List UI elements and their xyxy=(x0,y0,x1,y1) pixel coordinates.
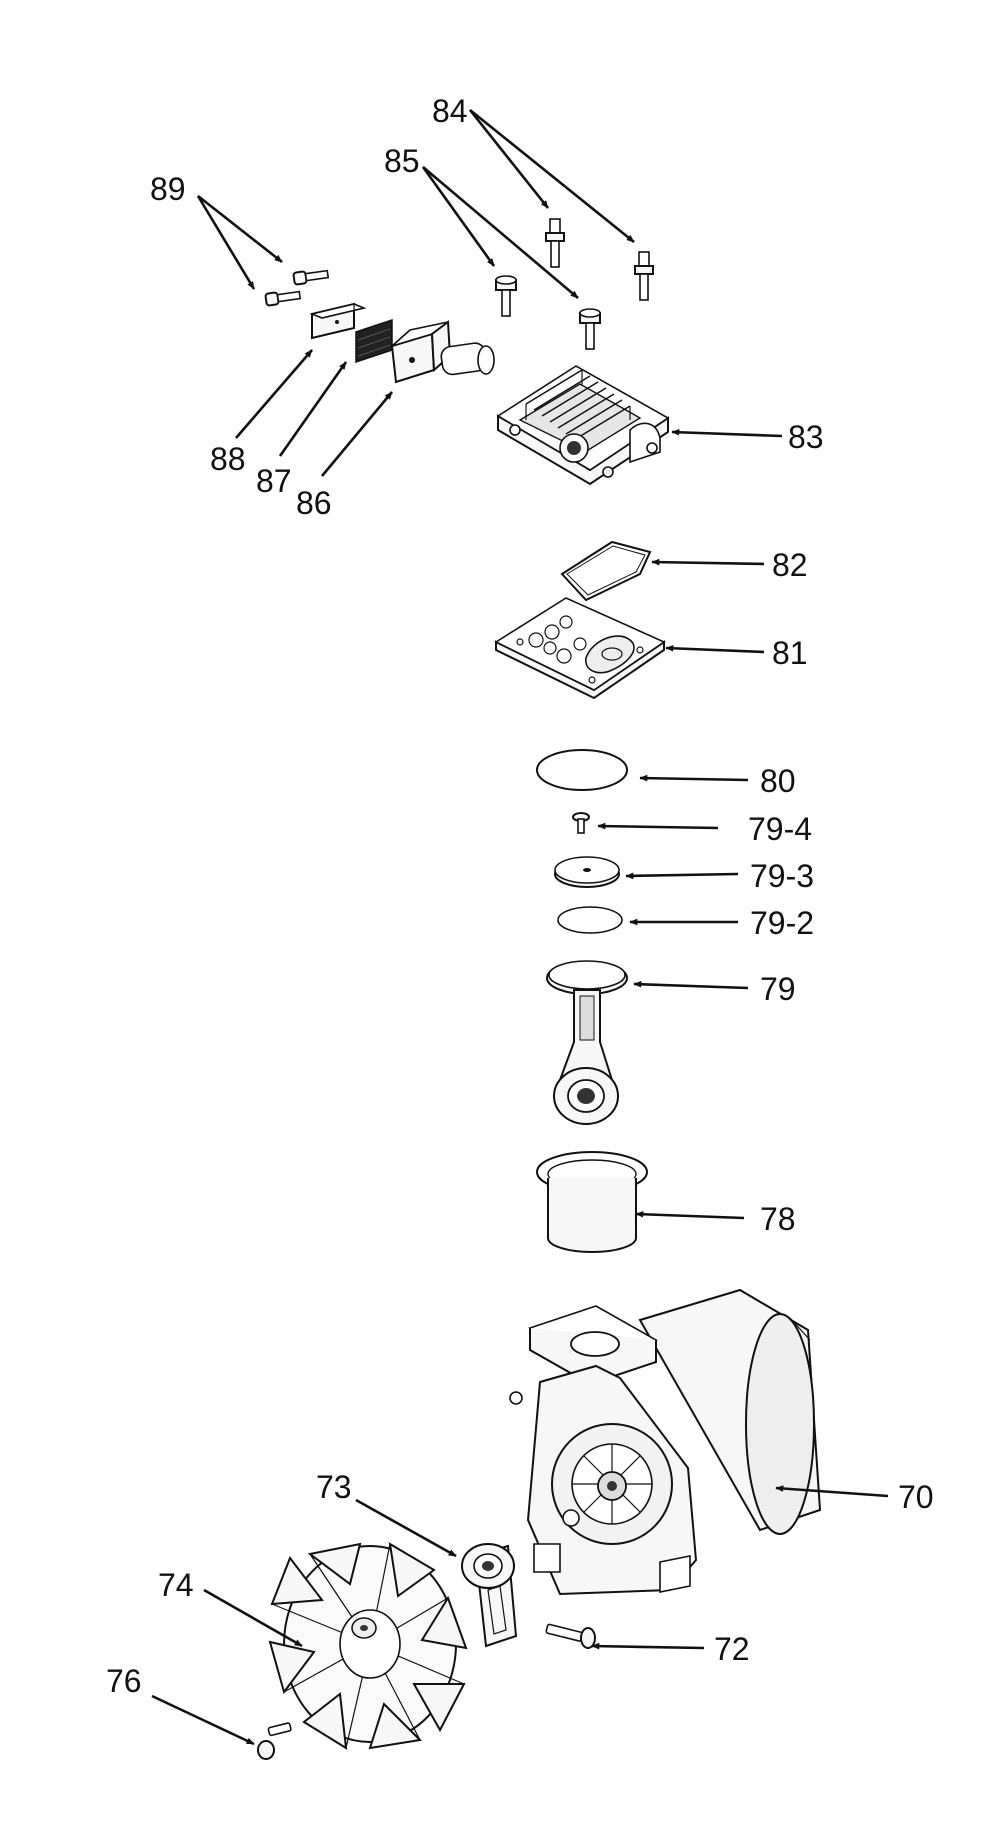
arrow-79-4 xyxy=(597,822,719,830)
arrow-85a xyxy=(421,166,496,267)
callout-labels: 89 85 84 88 87 86 83 82 81 80 79-4 79-3 … xyxy=(106,93,934,1699)
arrow-86 xyxy=(321,391,393,477)
label-79-3: 79-3 xyxy=(750,858,814,894)
part-76-screw xyxy=(257,1722,292,1760)
arrow-88 xyxy=(235,349,313,439)
part-84-studs xyxy=(545,218,654,301)
arrow-82 xyxy=(651,558,765,566)
label-83: 83 xyxy=(788,419,824,455)
part-86-filter-housing xyxy=(390,320,495,384)
part-82-gasket xyxy=(560,540,652,602)
label-73: 73 xyxy=(316,1469,352,1505)
part-79-2-sleeve xyxy=(557,906,623,934)
label-72: 72 xyxy=(714,1631,750,1667)
part-80-o-ring xyxy=(536,749,628,791)
arrow-84a xyxy=(468,109,550,209)
label-79: 79 xyxy=(760,971,796,1007)
arrow-79 xyxy=(633,980,749,990)
label-76: 76 xyxy=(106,1663,142,1699)
label-74: 74 xyxy=(158,1567,194,1603)
part-74-fan xyxy=(268,1542,468,1750)
arrow-89a xyxy=(197,194,283,264)
arrow-73 xyxy=(355,1498,457,1558)
arrow-85b xyxy=(422,166,579,299)
label-81: 81 xyxy=(772,635,808,671)
arrow-79-3 xyxy=(625,872,739,880)
leader-arrows xyxy=(151,108,889,1746)
label-80: 80 xyxy=(760,763,796,799)
label-79-2: 79-2 xyxy=(750,905,814,941)
part-78-cylinder-sleeve xyxy=(536,1151,648,1253)
arrow-72 xyxy=(591,1642,705,1650)
label-89: 89 xyxy=(150,171,186,207)
label-88: 88 xyxy=(210,441,246,477)
part-83-cylinder-head xyxy=(496,365,670,486)
label-86: 86 xyxy=(296,485,332,521)
part-79-3-retainer xyxy=(554,856,620,888)
arrow-70 xyxy=(775,1485,889,1498)
part-85-bolts xyxy=(495,275,601,350)
arrow-76 xyxy=(151,1694,255,1746)
part-88-cover-block xyxy=(309,302,367,340)
arrow-89b xyxy=(196,195,256,290)
part-87-filter xyxy=(355,318,393,364)
part-73-eccentric xyxy=(461,1543,518,1648)
label-79-4: 79-4 xyxy=(748,811,812,847)
part-79-4-screw xyxy=(572,812,590,834)
part-81-valve-plate xyxy=(494,597,666,700)
label-70: 70 xyxy=(898,1479,934,1515)
part-70-motor-crankcase xyxy=(509,1288,822,1596)
arrow-84b xyxy=(469,108,635,244)
part-79-connecting-rod xyxy=(546,960,628,1125)
arrow-80 xyxy=(639,774,749,782)
arrow-87 xyxy=(278,361,348,457)
arrow-83 xyxy=(671,428,783,438)
label-85: 85 xyxy=(384,143,420,179)
label-84: 84 xyxy=(432,93,468,129)
label-82: 82 xyxy=(772,547,808,583)
arrow-81 xyxy=(665,644,765,654)
arrow-74 xyxy=(203,1588,303,1648)
arrow-78 xyxy=(635,1210,745,1220)
part-89-screws xyxy=(264,269,330,307)
label-87: 87 xyxy=(256,463,292,499)
part-72-bolt xyxy=(545,1623,596,1649)
label-78: 78 xyxy=(760,1201,796,1237)
